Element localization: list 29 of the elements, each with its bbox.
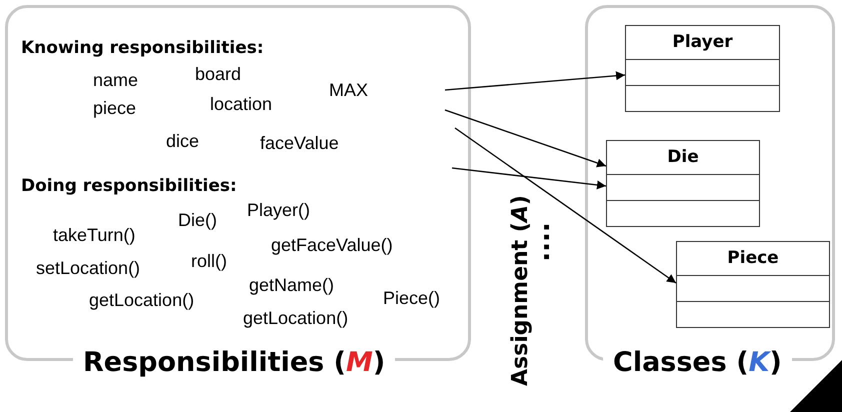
- responsibility-text: location: [210, 94, 272, 114]
- arrow: [444, 71, 626, 91]
- responsibility-text: name: [93, 70, 138, 90]
- arrow: [452, 167, 606, 190]
- responsibility-text: faceValue: [260, 133, 339, 153]
- responsibility-text: roll(): [191, 251, 227, 271]
- responsibility-text: Player(): [247, 200, 310, 220]
- responsibility-text: getName(): [249, 275, 334, 295]
- arrow: [454, 127, 676, 284]
- responsibility-text: dice: [166, 131, 200, 151]
- responsibility-text: MAX: [329, 80, 368, 100]
- arrow: [444, 109, 606, 168]
- responsibility-text: takeTurn(): [53, 225, 136, 245]
- responsibility-text: setLocation(): [36, 258, 140, 278]
- responsibility-text: Die(): [178, 210, 217, 230]
- responsibility-text: getFaceValue(): [271, 235, 393, 255]
- section-heading: Knowing responsibilities:: [21, 38, 264, 58]
- responsibility-text: getLocation(): [243, 308, 348, 328]
- responsibility-text: board: [195, 64, 242, 84]
- class-box: [676, 241, 830, 328]
- responsibility-text: getLocation(): [89, 290, 194, 310]
- responsibility-text: piece: [93, 98, 136, 118]
- class-name: Piece: [677, 242, 829, 276]
- class-name: Die: [607, 141, 759, 175]
- section-heading: Doing responsibilities:: [21, 176, 237, 196]
- class-name: Player: [626, 26, 779, 60]
- responsibility-text: Piece(): [383, 288, 440, 308]
- class-box: [606, 140, 760, 227]
- class-box: [625, 25, 780, 112]
